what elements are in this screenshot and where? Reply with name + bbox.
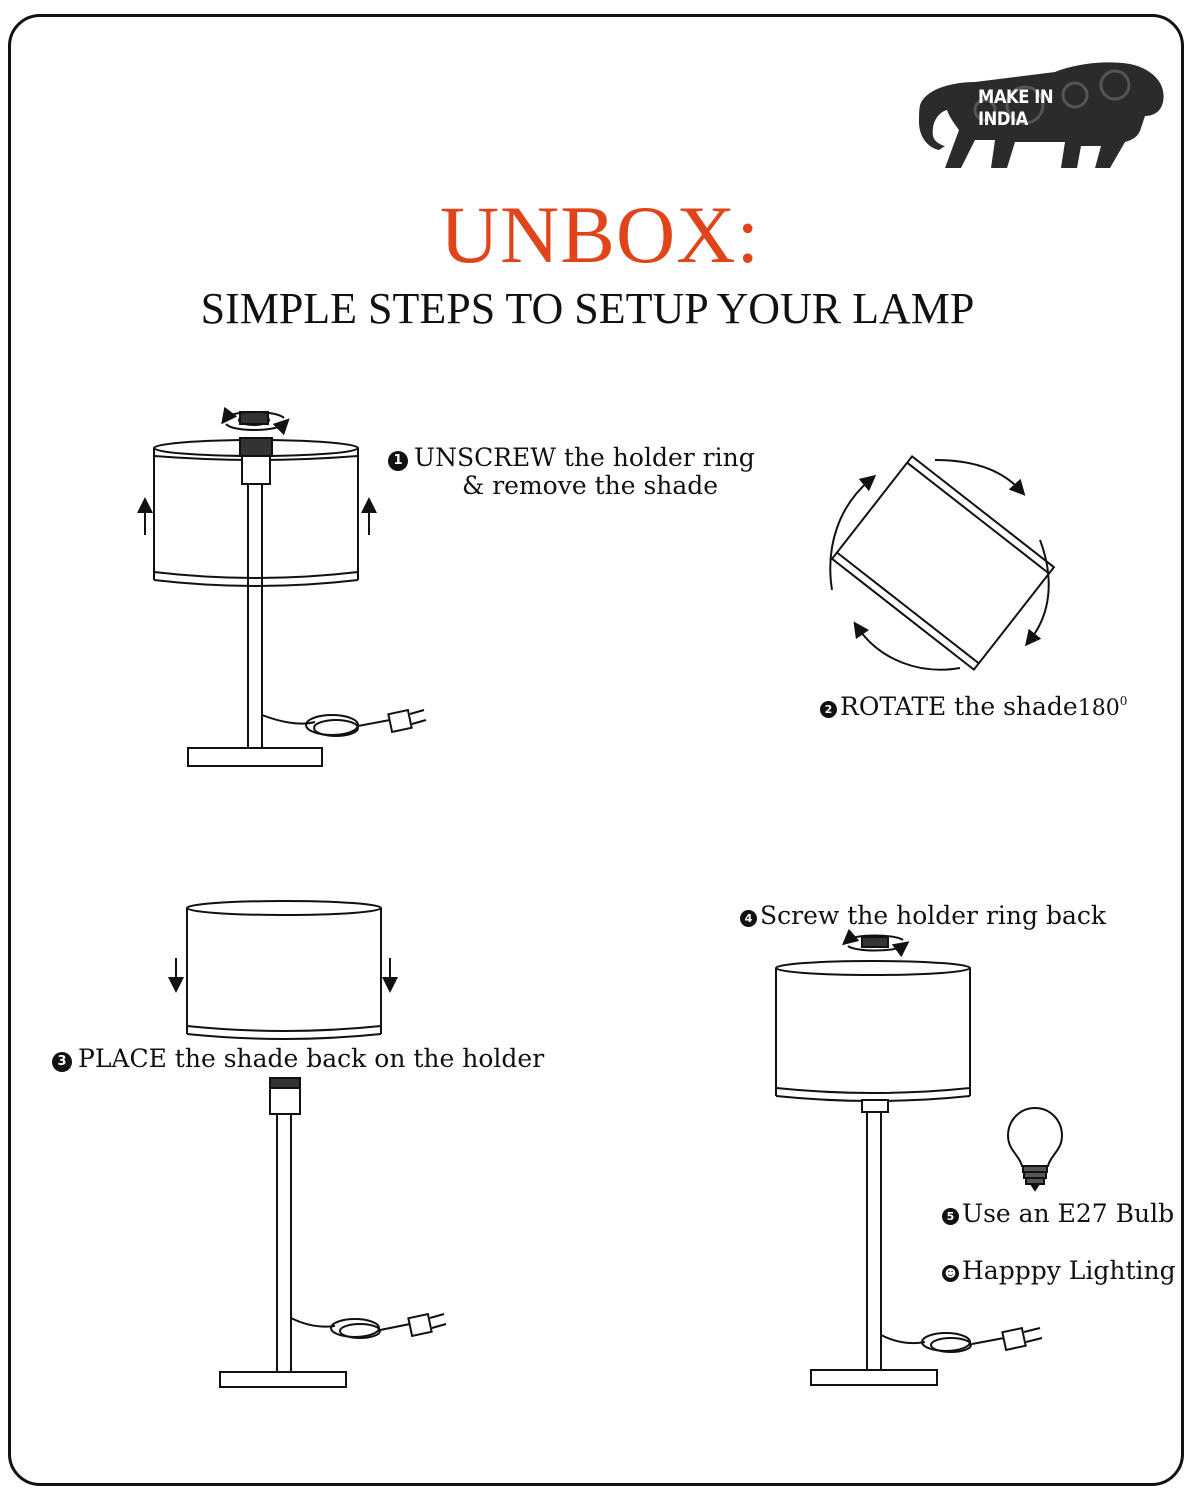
- step3-text: 3 PLACE the shade back on the holder: [52, 1044, 544, 1073]
- page-subtitle: SIMPLE STEPS TO SETUP YOUR LAMP: [200, 284, 975, 333]
- step2-rotating-shade-illustration: [829, 454, 1056, 672]
- page-title: UNBOX:: [439, 189, 761, 280]
- bulb-icon: [1006, 1106, 1064, 1192]
- step1-line2: & remove the shade: [462, 471, 719, 500]
- make-in-india-lion-logo: [919, 62, 1164, 168]
- step4-lamp-illustration: [775, 928, 1043, 1386]
- step3-label: PLACE the shade back on the holder: [78, 1044, 545, 1073]
- step4-number-badge: 4: [740, 910, 757, 927]
- closing-label: Happpy Lighting: [962, 1256, 1176, 1285]
- step2-angle-sup: 0: [1119, 694, 1128, 708]
- step3-number-badge: 3: [52, 1052, 72, 1072]
- smiley-icon: ☻: [942, 1265, 959, 1282]
- step2-number-badge: 2: [820, 701, 837, 718]
- badge-text: MAKE IN INDIA: [978, 86, 1054, 130]
- step1-number-badge: 1: [388, 451, 408, 471]
- step1-lamp-illustration: [137, 406, 427, 767]
- step5-number-badge: 5: [942, 1208, 959, 1225]
- step1-line1: UNSCREW the holder ring: [414, 443, 755, 472]
- closing-text: ☻Happpy Lighting: [942, 1256, 1176, 1285]
- step1-text: 1 UNSCREW the holder ring & remove the sh…: [388, 444, 755, 500]
- step5-label: Use an E27 Bulb: [962, 1199, 1175, 1228]
- step2-angle: 180: [1077, 696, 1120, 721]
- step2-label: ROTATE the shade: [840, 692, 1078, 721]
- step3-lamp-illustration: [168, 900, 447, 1388]
- step4-label: Screw the holder ring back: [760, 901, 1107, 930]
- page-frame: [8, 14, 1184, 1486]
